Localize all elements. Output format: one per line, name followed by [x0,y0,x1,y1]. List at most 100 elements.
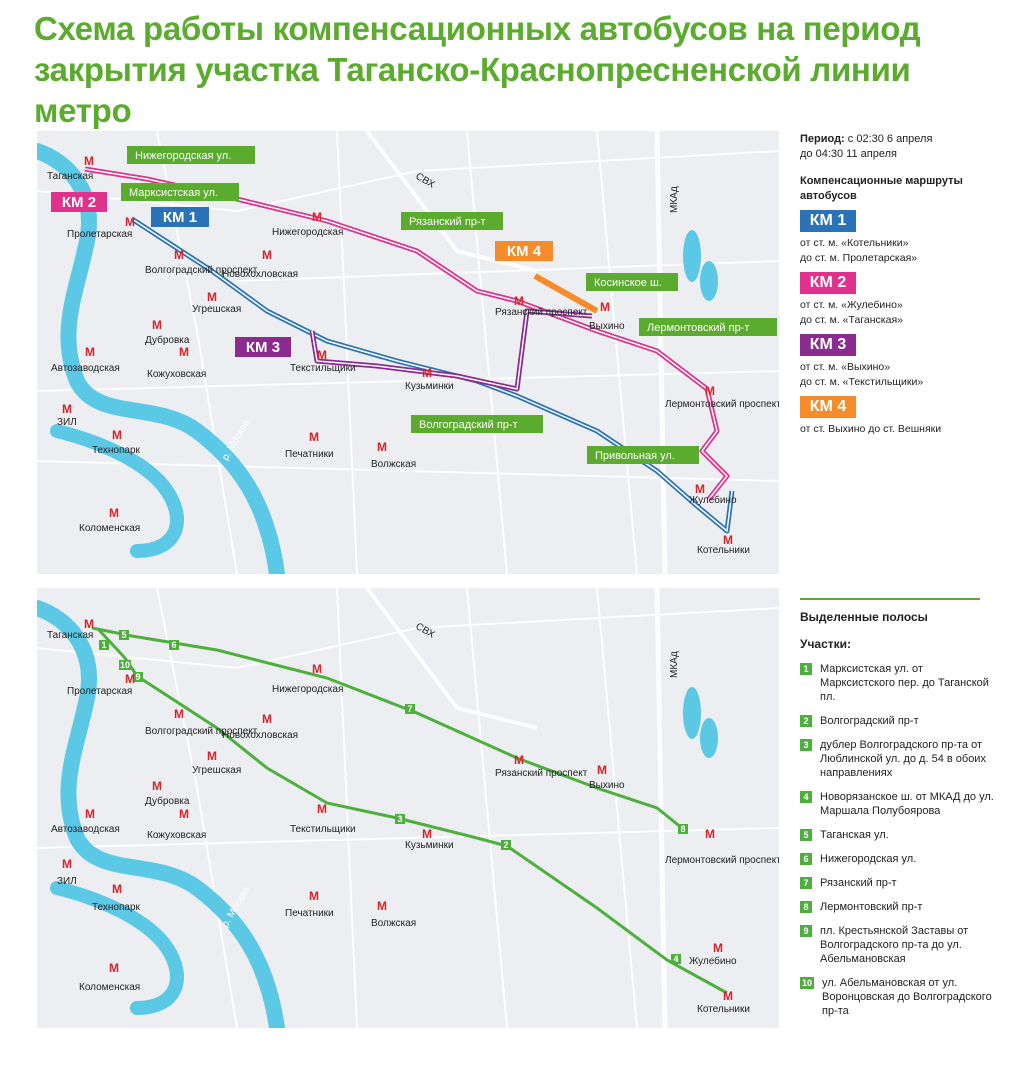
svg-text:Нижегородская: Нижегородская [272,684,343,695]
route-badge: КМ 2 [800,272,856,294]
routes-header: Компенсационные маршруты автобусов [800,175,963,202]
svg-text:Котельники: Котельники [697,1004,750,1015]
callout-volgogradsky-pr: Волгоградский пр-т [411,415,543,433]
svg-text:M: M [723,533,733,547]
marker-1: 1 [99,640,109,650]
legend-panel: Период: с 02:30 6 апреля до 04:30 11 апр… [800,132,1000,437]
tag-km3: КМ 3 [235,337,291,357]
svg-text:КМ 4: КМ 4 [507,243,542,260]
period-label: Период: [800,133,845,145]
svg-text:Привольная ул.: Привольная ул. [595,450,675,462]
svg-text:7: 7 [407,704,412,714]
svg-text:8: 8 [680,824,685,834]
period: Период: с 02:30 6 апреля до 04:30 11 апр… [800,132,1000,162]
svg-text:M: M [179,345,189,359]
svg-text:Коломенская: Коломенская [79,982,140,993]
svg-text:3: 3 [397,814,402,824]
svg-text:M: M [207,290,217,304]
callout-kosinskoe-sh: Косинское ш. [586,273,678,291]
svg-text:Лермонтовский проспект: Лермонтовский проспект [665,399,779,410]
routes-list: КМ 1 от ст. м. «Котельники»до ст. м. Про… [800,204,1000,437]
route-desc: до ст. м. «Таганская» [800,314,903,326]
svg-text:Технопарк: Технопарк [92,902,141,913]
svg-text:M: M [377,440,387,454]
svg-text:2: 2 [503,840,508,850]
svg-text:ЗИЛ: ЗИЛ [57,876,77,887]
svg-text:M: M [600,300,610,314]
svg-text:Рязанский пр-т: Рязанский пр-т [409,216,486,228]
svg-text:M: M [309,430,319,444]
route-item-km3: КМ 3 от ст. м. «Выхино»до ст. м. «Тексти… [800,328,1000,390]
svg-text:Жулебино: Жулебино [689,955,737,967]
marker-5: 5 [119,630,129,640]
svg-text:M: M [713,941,723,955]
svg-text:M: M [262,248,272,262]
divider [800,598,980,600]
svg-text:Нижегородская ул.: Нижегородская ул. [135,150,231,162]
svg-text:M: M [152,779,162,793]
svg-text:Угрешская: Угрешская [192,765,241,776]
svg-text:M: M [84,617,94,631]
svg-text:5: 5 [121,630,126,640]
svg-text:КМ 1: КМ 1 [163,209,197,226]
svg-text:Волгоградский проспект: Волгоградский проспект [145,265,258,276]
svg-text:6: 6 [171,640,176,650]
route-desc: от ст. Выхино до ст. Вешняки [800,423,942,435]
route-desc: до ст. м. Пролетарская» [800,252,918,264]
callout-lermontovsky-pr: Лермонтовский пр-т [639,318,777,336]
svg-text:M: M [174,707,184,721]
svg-text:M: M [62,857,72,871]
svg-text:M: M [262,712,272,726]
svg-text:Печатники: Печатники [285,908,334,919]
moscow-river-2 [37,600,285,1028]
marker-10: 10 [119,660,131,670]
svg-text:10: 10 [120,660,130,670]
svg-text:M: M [695,482,705,496]
svg-text:M: M [207,749,217,763]
callout-marksistskaya-ul: Марксистская ул. [121,183,239,201]
svg-text:M: M [152,318,162,332]
svg-text:Марксистская ул.: Марксистская ул. [129,187,218,199]
svg-text:Пролетарская: Пролетарская [67,686,132,697]
lanes-header: Выделенные полосы [800,610,928,624]
callout-privolnaya-ul: Привольная ул. [587,446,699,464]
svg-text:Волжская: Волжская [371,459,416,470]
svg-text:M: M [377,899,387,913]
svg-text:Новохохловская: Новохохловская [222,730,298,741]
svg-text:Кожуховская: Кожуховская [147,830,206,841]
svg-text:M: M [125,672,135,686]
svg-text:M: M [85,807,95,821]
svg-text:M: M [109,961,119,975]
svg-text:Технопарк: Технопарк [92,445,141,456]
svg-text:Котельники: Котельники [697,545,750,556]
tag-km4: КМ 4 [495,241,553,261]
marker-3: 3 [395,814,405,824]
road-label-mkad: МКАд [669,186,680,213]
lane-north [91,626,683,830]
svg-text:M: M [84,154,94,168]
svg-text:4: 4 [673,954,678,964]
marker-7: 7 [405,704,415,714]
svg-text:Рязанский проспект: Рязанский проспект [495,307,588,318]
svg-text:M: M [85,345,95,359]
route-desc: от ст. м. «Жулебино» [800,299,903,311]
route-km4-line [533,273,599,314]
route-badge: КМ 3 [800,334,856,356]
route-desc: от ст. м. «Выхино» [800,361,891,373]
